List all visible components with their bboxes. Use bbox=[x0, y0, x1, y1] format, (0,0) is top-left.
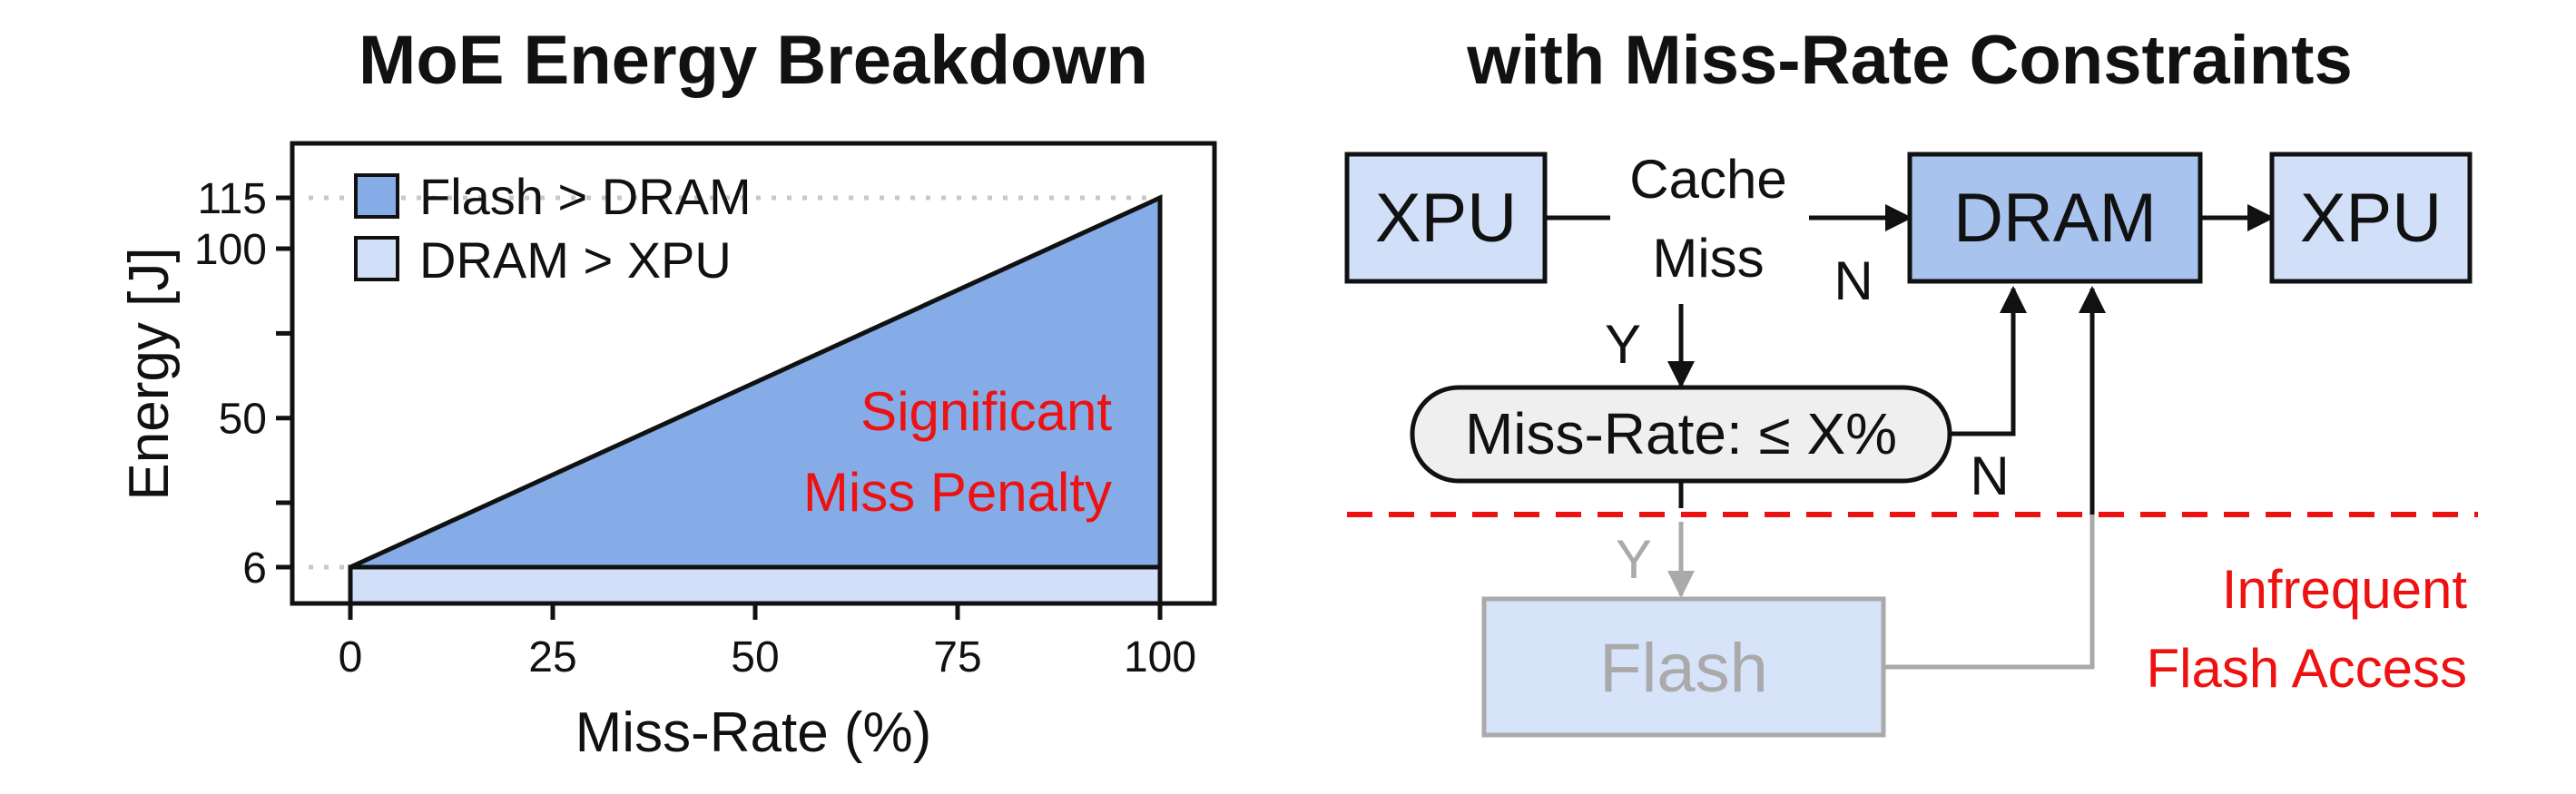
xpu-right-label: XPU bbox=[2300, 180, 2442, 257]
annotation-line-2: Miss Penalty bbox=[803, 462, 1112, 523]
cache-miss-label-2: Miss bbox=[1652, 228, 1764, 289]
annotation-line-1: Significant bbox=[860, 381, 1112, 442]
y-tick-label: 50 bbox=[219, 396, 267, 444]
xpu-left-label: XPU bbox=[1375, 180, 1517, 257]
x-tick-label: 75 bbox=[933, 633, 981, 681]
x-tick-label: 100 bbox=[1124, 633, 1196, 681]
xpu-left-box bbox=[1344, 152, 1548, 284]
area-dram-to-xpu bbox=[348, 564, 1163, 606]
y-tick-label: 100 bbox=[194, 226, 267, 274]
note-line-2: Flash Access bbox=[2147, 638, 2467, 699]
dram-box bbox=[1907, 152, 2203, 284]
label-n-top: N bbox=[1834, 250, 1873, 311]
legend-swatch-dram-to-xpu bbox=[354, 236, 399, 281]
x-tick-label: 0 bbox=[339, 633, 363, 681]
label-n-decision: N bbox=[1970, 446, 2009, 506]
xpu-right-box bbox=[2269, 152, 2473, 284]
note-line-1: Infrequent bbox=[2222, 559, 2468, 620]
legend-swatch-flash-to-dram bbox=[354, 173, 399, 219]
flash-box bbox=[1481, 596, 1886, 738]
flash-label: Flash bbox=[1599, 630, 1768, 707]
x-axis-ticks: 0 25 50 75 100 bbox=[339, 603, 1196, 681]
y-axis-label: Energy [J] bbox=[118, 247, 181, 500]
label-y-decision: Y bbox=[1616, 529, 1652, 590]
cache-miss-label-1: Cache bbox=[1629, 149, 1786, 210]
diagram-title: with Miss-Rate Constraints bbox=[1466, 22, 2352, 99]
legend-label-flash-to-dram: Flash > DRAM bbox=[419, 168, 752, 225]
y-tick-label: 115 bbox=[197, 175, 267, 223]
arrow-decision-to-dram bbox=[1950, 286, 2027, 436]
x-tick-label: 50 bbox=[731, 633, 779, 681]
x-tick-label: 25 bbox=[528, 633, 576, 681]
chart-title: MoE Energy Breakdown bbox=[359, 22, 1148, 99]
x-axis-label: Miss-Rate (%) bbox=[575, 701, 932, 764]
dram-label: DRAM bbox=[1953, 180, 2157, 257]
miss-rate-decision-label: Miss-Rate: ≤ X% bbox=[1465, 401, 1897, 466]
legend-label-dram-to-xpu: DRAM > XPU bbox=[419, 231, 732, 289]
y-tick-label: 6 bbox=[242, 544, 267, 593]
label-y-top: Y bbox=[1605, 314, 1641, 375]
connector-flash-to-dram-faded bbox=[1883, 515, 2095, 670]
